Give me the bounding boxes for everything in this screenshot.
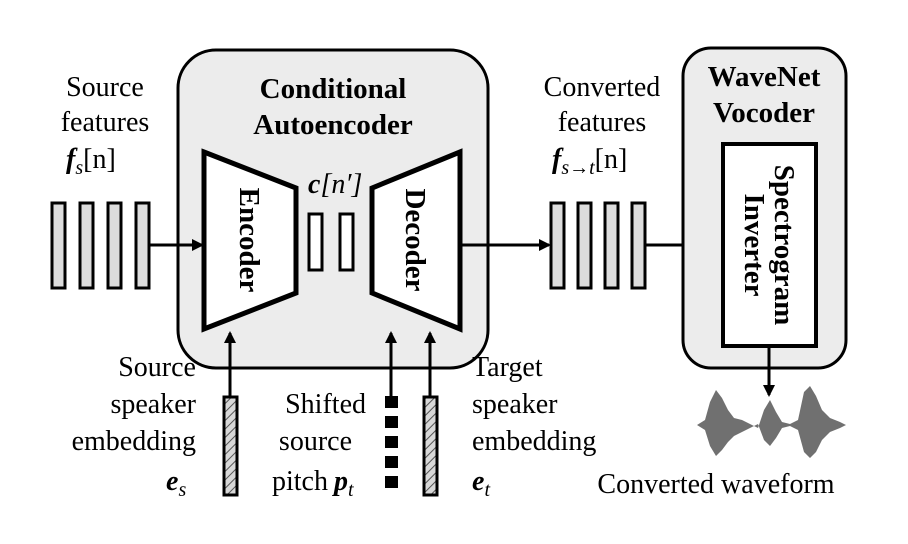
waveform-label: Converted waveform (597, 469, 834, 500)
waveform-icon (697, 386, 846, 458)
target-speaker-embedding-bar (422, 395, 439, 497)
latent-label: c[n′] (308, 169, 362, 200)
converted-feature-bar-2 (576, 201, 593, 290)
target-speaker-symbol: et (472, 466, 490, 501)
latent-bar-1 (307, 212, 324, 272)
encoder-block (201, 148, 299, 333)
target-speaker-line3: embedding (472, 426, 596, 457)
latent-bar-2 (338, 212, 355, 272)
converted-features-symbol: fs→t[n] (552, 144, 627, 179)
source-feature-bar-4 (134, 201, 151, 290)
converted-feature-bar-1 (549, 201, 566, 290)
target-speaker-line1: Target (472, 352, 543, 383)
spectrogram-inverter-block (721, 142, 818, 348)
target-speaker-line2: speaker (472, 389, 558, 420)
source-feature-bar-2 (78, 201, 95, 290)
source-feature-bar-3 (106, 201, 123, 290)
source-speaker-symbol: es (166, 466, 186, 501)
decoder-block (369, 148, 463, 333)
autoencoder-title-line2: Autoencoder (253, 109, 413, 141)
converted-features-line1: Converted (544, 72, 661, 103)
source-feature-bar-1 (50, 201, 67, 290)
vocoder-title-line1: WaveNet (708, 61, 821, 93)
decoder-label: Decoder (399, 188, 431, 291)
inverter-label-line1: Spectrogram (768, 165, 800, 326)
pitch-line2: source (279, 426, 352, 457)
converted-feature-bar-3 (603, 201, 620, 290)
source-speaker-line1: Source (118, 352, 196, 383)
vocoder-title-line2: Vocoder (713, 97, 815, 129)
source-features-line1: Source (66, 72, 144, 103)
source-features-line2: features (61, 107, 150, 138)
converted-feature-bar-4 (630, 201, 647, 290)
source-speaker-embedding-bar (222, 395, 239, 497)
autoencoder-title-line1: Conditional (260, 73, 407, 105)
pitch-line1: Shifted (285, 389, 366, 420)
inverter-label-line2: Inverter (738, 193, 770, 296)
converted-features-line2: features (558, 107, 647, 138)
source-speaker-line3: embedding (72, 426, 196, 457)
encoder-label: Encoder (233, 188, 265, 293)
source-speaker-line2: speaker (110, 389, 196, 420)
pitch-dashed-bar (385, 396, 398, 488)
source-features-symbol: fs[n] (66, 144, 116, 179)
